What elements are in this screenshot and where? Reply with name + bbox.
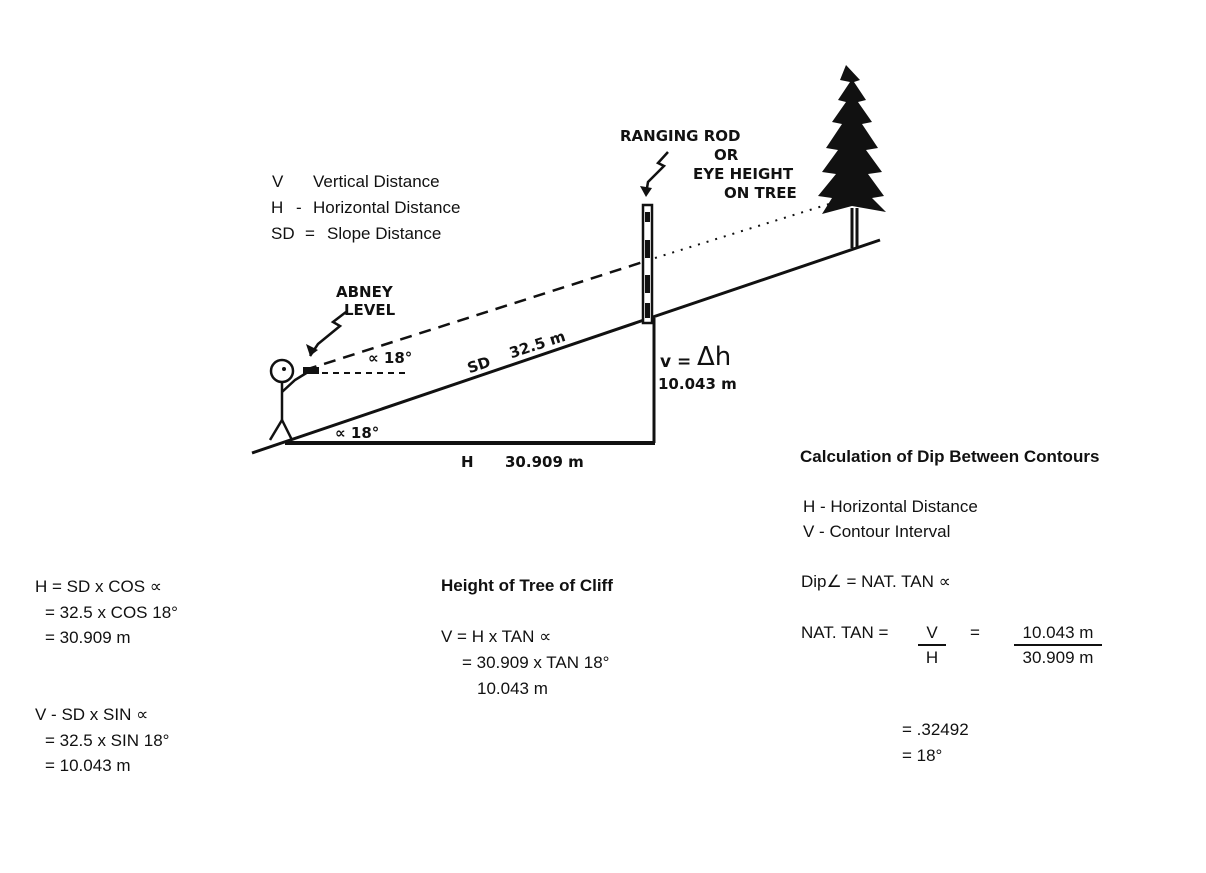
legend-h-key: H <box>271 198 284 217</box>
fraction-bar <box>918 644 946 646</box>
fraction-equals: = <box>970 623 980 642</box>
dip-result-angle: = 18° <box>902 746 943 765</box>
on-tree-label: ON TREE <box>724 184 797 202</box>
delta-h-label: Δh <box>697 342 732 372</box>
dip-result-ratio: = .32492 <box>902 720 969 739</box>
fraction-numerator: V <box>926 623 938 642</box>
legend-sd-key: SD <box>271 224 295 243</box>
legend-h-desc: Horizontal Distance <box>313 198 461 217</box>
slope-ground-line <box>251 238 881 455</box>
ranging-rod-band <box>645 303 650 318</box>
ranging-rod-or-label: OR <box>714 146 739 164</box>
eye-angle-label: ∝ 18° <box>368 349 413 367</box>
tree <box>818 65 886 248</box>
tree-height-line3: 10.043 m <box>477 679 548 698</box>
value-numerator: 10.043 m <box>1022 623 1094 642</box>
legend-sd-desc: Slope Distance <box>327 224 442 243</box>
level-label: LEVEL <box>344 301 396 319</box>
legend-v-key: V <box>272 172 284 191</box>
legend-sd-sep: = <box>305 224 315 243</box>
ranging-rod-band <box>645 240 650 258</box>
ranging-rod-band <box>645 212 650 222</box>
abney-label: ABNEY <box>336 283 393 301</box>
tree-height-title: Height of Tree of Cliff <box>441 576 613 595</box>
v-formula-line2: = 32.5 x SIN 18° <box>45 731 170 750</box>
legend-v-desc: Vertical Distance <box>313 172 440 191</box>
ranging-rod <box>641 203 654 325</box>
base-angle-label: ∝ 18° <box>335 424 380 442</box>
h-label: H <box>461 453 474 471</box>
h-value-label: 30.909 m <box>505 453 584 471</box>
dip-title: Calculation of Dip Between Contours <box>800 447 1100 466</box>
dip-v-def: V - Contour Interval <box>803 522 951 541</box>
h-formula-line2: = 32.5 x COS 18° <box>45 603 178 622</box>
tree-height-line2: = 30.909 x TAN 18° <box>462 653 610 672</box>
ranging-rod-band <box>645 275 650 293</box>
v-formula-line1: V - SD x SIN ∝ <box>35 705 149 724</box>
abney-level-instrument <box>303 367 319 374</box>
v-equals-label: v = <box>660 352 692 372</box>
ranging-rod-label: RANGING ROD <box>620 127 741 145</box>
value-denominator: 30.909 m <box>1022 648 1094 667</box>
eye-height-label: EYE HEIGHT <box>693 165 794 183</box>
observer-head <box>269 358 295 384</box>
v-value-label: 10.043 m <box>658 375 737 393</box>
dip-equation: Dip∠ = NAT. TAN ∝ <box>801 572 951 591</box>
h-formula-line1: H = SD x COS ∝ <box>35 577 162 596</box>
h-formula-line3: = 30.909 m <box>45 628 131 647</box>
abney-pointer-arrow <box>308 311 347 357</box>
value-fraction-bar <box>1014 644 1102 646</box>
legend-h-sep: - <box>296 198 302 217</box>
v-formula-line3: = 10.043 m <box>45 756 131 775</box>
dip-h-def: H - Horizontal Distance <box>803 497 978 516</box>
nat-tan-label: NAT. TAN = <box>801 623 889 642</box>
rod-pointer-arrow <box>644 151 669 195</box>
tree-height-line1: V = H x TAN ∝ <box>441 627 552 646</box>
fraction-denominator: H <box>925 648 939 667</box>
sight-line-extension <box>654 199 843 259</box>
